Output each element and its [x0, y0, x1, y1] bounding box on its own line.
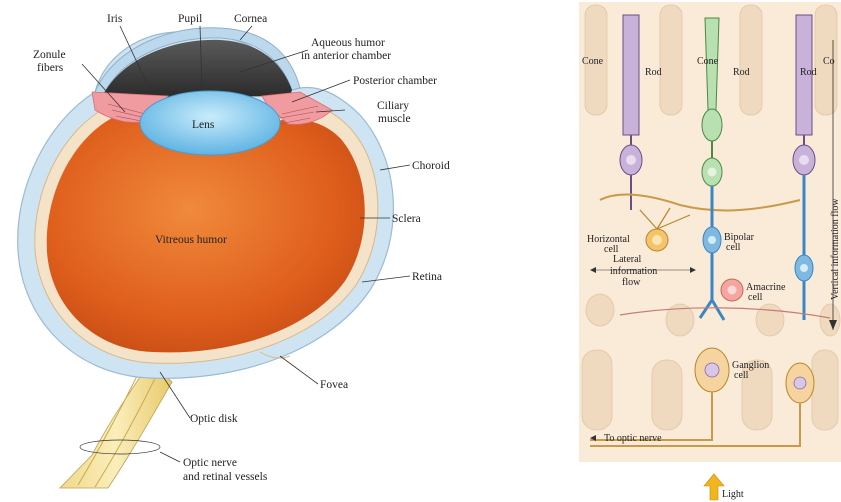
to-optic-nerve-label: To optic nerve — [604, 433, 662, 444]
rod-label-1: Rod — [645, 67, 662, 78]
light-label: Light — [722, 489, 744, 500]
pupil-label: Pupil — [178, 13, 202, 25]
light-arrow — [704, 474, 724, 500]
aqueous-label-line1: Aqueous humor — [311, 37, 385, 49]
bipolar-label-line2: cell — [726, 242, 741, 253]
optic-nerve-label-line2: and retinal vessels — [183, 471, 268, 483]
sclera-label: Sclera — [392, 213, 421, 225]
eye-diagram: Iris Pupil Cornea Zonule fibers Aqueous … — [18, 13, 450, 488]
optic-nerve-shape — [60, 362, 172, 488]
zonule-label-line1: Zonule — [33, 49, 66, 61]
vertical-flow-label: Vertical information flow — [830, 198, 841, 300]
cone-label-left: Cone — [582, 56, 604, 67]
ciliary-label-line1: Ciliary — [377, 100, 409, 112]
cone-label-right: Co — [823, 56, 835, 67]
retina-diagram: Cone Rod Cone Rod Rod Co Horizontal cell… — [579, 2, 841, 500]
ciliary-label-line2: muscle — [378, 113, 411, 125]
rod-label-3: Rod — [800, 67, 817, 78]
lateral-label-line3: flow — [622, 277, 641, 288]
rod-outer-segment-1 — [623, 15, 639, 135]
optic-disk-label: Optic disk — [190, 413, 238, 425]
cone-label-mid: Cone — [697, 56, 719, 67]
retina-label: Retina — [412, 271, 442, 283]
lateral-label-line1: Lateral — [613, 254, 642, 265]
zonule-label-line2: fibers — [37, 62, 64, 74]
lateral-label-line2: information — [610, 266, 657, 277]
optic-nerve-label-line1: Optic nerve — [183, 457, 237, 469]
posterior-chamber-label: Posterior chamber — [353, 75, 437, 87]
aqueous-label-line2: in anterior chamber — [301, 50, 391, 62]
rod-label-2: Rod — [733, 67, 750, 78]
iris-label: Iris — [107, 13, 123, 25]
lens-label: Lens — [192, 119, 215, 131]
fovea-label: Fovea — [320, 379, 348, 391]
amacrine-label-line2: cell — [748, 292, 763, 303]
cornea-label: Cornea — [234, 13, 267, 25]
ganglion-label-line2: cell — [734, 370, 749, 381]
vitreous-label: Vitreous humor — [155, 234, 227, 246]
choroid-label: Choroid — [412, 160, 450, 172]
